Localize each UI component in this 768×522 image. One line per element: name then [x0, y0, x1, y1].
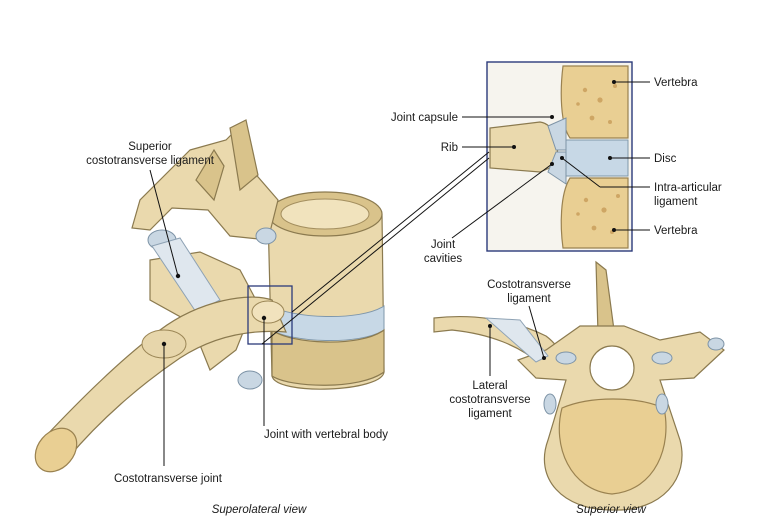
highlighted-label: Costotransverse joint: [114, 473, 223, 485]
label-text: ligament: [654, 196, 698, 208]
leader-dot: [175, 273, 181, 279]
label-vertebra-bottom: Vertebra: [612, 225, 698, 237]
inset-connector-line: [261, 157, 490, 345]
label-text: Joint with vertebral body: [264, 429, 388, 441]
leader-dot: [488, 324, 492, 328]
leader-line: [451, 163, 553, 239]
label-text: Rib: [441, 142, 458, 154]
label-intra-articular-ligament: Intra-articular ligament: [560, 156, 722, 208]
inset-connector-line: [291, 151, 490, 313]
leader-dot: [560, 156, 564, 160]
label-text: Disc: [654, 153, 677, 165]
leader-dot: [612, 80, 616, 84]
label-costotransverse-ligament: Costotransverse ligament: [487, 279, 571, 360]
leader-dot: [550, 115, 554, 119]
label-superior-costotransverse-ligament: Superior costotransverse ligament: [86, 141, 215, 279]
label-text: Intra-articular: [654, 182, 722, 194]
label-joint-capsule: Joint capsule: [391, 112, 554, 124]
label-text: cavities: [424, 253, 463, 265]
label-text: Joint capsule: [391, 112, 458, 124]
label-text: costotransverse ligament: [86, 155, 215, 167]
label-text: ligament: [507, 293, 551, 305]
label-text: Superior: [128, 141, 172, 153]
leader-line: [561, 157, 601, 188]
label-text: Lateral: [472, 380, 507, 392]
label-vertebra-top: Vertebra: [612, 77, 698, 89]
label-joint-with-vertebral-body: Joint with vertebral body: [261, 315, 388, 441]
label-costotransverse-joint: Costotransverse joint: [114, 341, 223, 485]
label-joint-cavities: Joint cavities: [424, 162, 554, 265]
leader-dot: [550, 162, 554, 166]
label-text: Vertebra: [654, 77, 698, 89]
label-rib: Rib: [441, 142, 516, 154]
leader-dot: [612, 228, 616, 232]
label-text: Joint: [431, 239, 456, 251]
superior-view-illustration: [433, 260, 725, 511]
leader-dot: [608, 156, 612, 160]
label-disc: Disc: [608, 153, 677, 165]
label-text: costotransverse: [449, 394, 530, 406]
leader-dot: [542, 356, 546, 360]
superolateral-illustration: [34, 119, 385, 473]
label-text: Costotransverse: [487, 279, 571, 291]
leader-line: [528, 305, 545, 359]
leader-line: [149, 169, 179, 277]
label-text: ligament: [468, 408, 512, 420]
leader-dot: [512, 145, 516, 149]
caption-superior-view: Superior view: [576, 504, 646, 516]
label-text: Vertebra: [654, 225, 698, 237]
leader-dot: [161, 341, 167, 347]
leader-dot: [261, 315, 267, 321]
caption-superolateral-view: Superolateral view: [212, 504, 307, 516]
label-lateral-costotransverse-ligament: Lateral costotransverse ligament: [449, 324, 531, 420]
